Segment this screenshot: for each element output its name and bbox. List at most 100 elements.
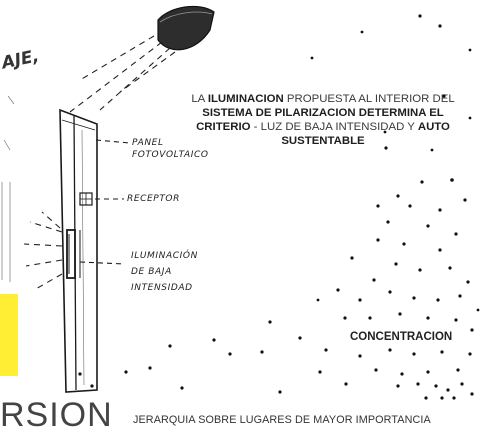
desc-p1-prefix: LA (191, 93, 208, 105)
scatter-dot (260, 350, 264, 354)
scatter-dot (384, 146, 388, 150)
scatter-dot (316, 298, 320, 302)
scatter-dot (90, 384, 94, 388)
label-panel-fotovoltaico: PANEL FOTOVOLTAICO (132, 137, 209, 161)
luminaire-strip (66, 229, 125, 279)
scatter-dot (420, 180, 424, 184)
scatter-dot (468, 352, 472, 356)
scatter-dot (400, 372, 404, 376)
scatter-dot (298, 336, 302, 340)
scatter-dot (458, 294, 462, 298)
scatter-dot (468, 116, 472, 120)
scatter-dot (343, 316, 347, 320)
scatter-dot (454, 232, 458, 236)
scatter-dot (440, 350, 444, 354)
scatter-dot (470, 392, 474, 396)
scatter-dot (383, 130, 387, 134)
scatter-dot (396, 384, 400, 388)
scatter-dot (468, 48, 472, 52)
scatter-dot (360, 30, 364, 34)
description-paragraph: LA ILUMINACION PROPUESTA AL INTERIOR DEL… (170, 92, 476, 148)
scatter-dot (372, 278, 376, 282)
desc-p2-bold: SISTEMA DE PILARIZACION DETERMINA EL (202, 107, 444, 119)
desc-p1-suffix: PROPUESTA AL INTERIOR DEL (283, 93, 455, 105)
scatter-dot (452, 396, 456, 400)
scatter-dot (402, 242, 406, 246)
concentration-label: CONCENTRACION (350, 331, 453, 343)
scatter-dot (350, 256, 354, 260)
desc-p1-bold: ILUMINACION (207, 93, 284, 105)
panel-pointer (95, 139, 131, 144)
scatter-dot (278, 390, 282, 394)
scatter-dot (448, 266, 452, 270)
scatter-dot (476, 308, 480, 312)
label-iluminacion: ILUMINACIÓN DE BAJA INTENSIDAD (131, 248, 198, 296)
label-ilum-line2: DE BAJA (131, 267, 172, 277)
scatter-dot (434, 384, 438, 388)
scatter-dot (463, 198, 467, 202)
scatter-dot (212, 338, 216, 342)
scatter-dot (386, 220, 390, 224)
emission-lines (23, 211, 63, 291)
label-panel-line1: PANEL (132, 138, 164, 148)
scatter-dot (430, 148, 434, 152)
scatter-dot (388, 348, 392, 352)
scatter-dot (324, 348, 328, 352)
scatter-dot (426, 370, 430, 374)
scatter-dot (466, 280, 470, 284)
scatter-dot (456, 368, 460, 372)
scatter-dot (396, 194, 400, 198)
scatter-dot (436, 298, 440, 302)
desc-p4-bold: SUSTENTABLE (281, 135, 365, 147)
scatter-dot (228, 352, 232, 356)
receptor-box-icon (79, 192, 124, 206)
desc-p3-bold: CRITERIO (196, 121, 251, 133)
scatter-dot (446, 388, 450, 392)
scatter-dot (310, 56, 314, 60)
scatter-dot (416, 382, 420, 386)
scatter-dot (454, 318, 458, 322)
scatter-dot (426, 316, 430, 320)
scatter-dot (358, 354, 362, 358)
scatter-dot (374, 368, 378, 372)
scatter-dot (418, 14, 422, 18)
label-receptor: RECEPTOR (127, 194, 180, 204)
light-rays (69, 35, 176, 113)
scatter-dot (148, 366, 152, 370)
scatter-dot (470, 328, 474, 332)
scatter-dot (180, 386, 184, 390)
scatter-dot (358, 298, 362, 302)
label-ilum-line1: ILUMINACIÓN (131, 251, 198, 261)
scatter-dot (440, 396, 444, 400)
desc-p3-mid: - LUZ DE BAJA INTENSIDAD Y (250, 121, 418, 133)
scatter-dot (424, 396, 428, 400)
scatter-dot (450, 178, 454, 182)
label-panel-line2: FOTOVOLTAICO (132, 150, 209, 160)
footer-caption: JERARQUIA SOBRE LUGARES DE MAYOR IMPORTA… (133, 414, 431, 426)
cut-title: RSION (0, 396, 113, 434)
scatter-dot (442, 94, 446, 98)
lamp-dome-icon (157, 5, 215, 51)
scatter-dot (78, 372, 82, 376)
scatter-dot (418, 268, 422, 272)
scatter-dot (124, 370, 128, 374)
scatter-dot (394, 262, 398, 266)
scatter-dot (368, 316, 372, 320)
scatter-dot (376, 238, 380, 242)
yellow-accent-block (0, 294, 18, 376)
scatter-dot (398, 312, 402, 316)
scatter-dot (268, 320, 272, 324)
label-ilum-line3: INTENSIDAD (131, 283, 193, 293)
scatter-dot (426, 224, 430, 228)
scatter-dot (412, 352, 416, 356)
scatter-dot (438, 208, 442, 212)
scatter-dot (336, 288, 340, 292)
scatter-dot (168, 344, 172, 348)
scatter-dot (460, 382, 464, 386)
left-edge-texture (1, 95, 15, 282)
scatter-dot (344, 382, 348, 386)
scatter-dot (376, 204, 380, 208)
